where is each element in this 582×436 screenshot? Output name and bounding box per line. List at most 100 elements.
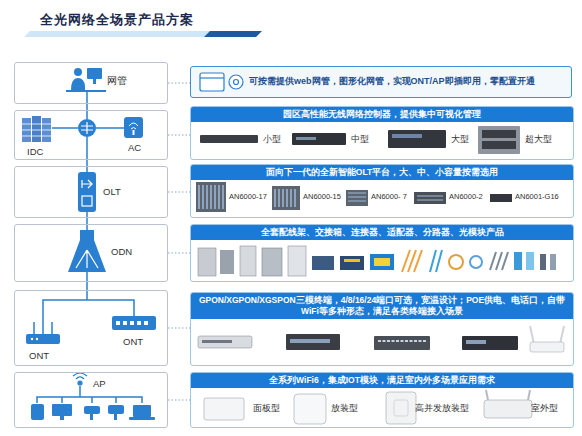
product-band: 全套配线架、交接箱、连接器、适配器、分路器、光模块产品 xyxy=(190,224,574,282)
product-label: AN6000- 7 xyxy=(371,193,407,202)
product-label: 中型 xyxy=(351,134,369,144)
product-label: 面板型 xyxy=(253,403,280,413)
admin-icon xyxy=(71,78,85,90)
odn-products xyxy=(198,248,216,276)
admin-icon xyxy=(66,68,106,92)
ont-products xyxy=(378,340,426,342)
product-label: AN6000-2 xyxy=(449,193,483,202)
controller-image xyxy=(482,141,516,149)
odn-products xyxy=(449,255,463,269)
olt-image xyxy=(348,193,366,201)
node-label: OLT xyxy=(103,187,121,198)
olt-image xyxy=(196,182,512,212)
product-label: 小型 xyxy=(263,134,281,144)
ont-products xyxy=(530,326,534,344)
ont-products xyxy=(560,326,564,344)
terminal-icons xyxy=(84,406,100,414)
feature-band: 可按需提供web网管，图形化网管，实现ONT/AP即插即用，零配置开通 xyxy=(190,66,572,98)
olt-image xyxy=(490,194,512,202)
odn-products xyxy=(550,254,556,270)
ont-switch-icon xyxy=(130,321,134,325)
ap-products xyxy=(204,398,244,420)
olt-image xyxy=(417,196,443,200)
olt-icon xyxy=(82,196,92,206)
ac-icon xyxy=(124,117,143,138)
olt-box: OLT xyxy=(14,166,168,218)
terminal-icons xyxy=(129,417,155,420)
server-icon xyxy=(22,130,51,131)
ont-products xyxy=(290,339,330,343)
product-band: 全系列WiFi6，集成IOT模块，满足室内外多场景应用需求面板型放装型高并发放装… xyxy=(190,372,574,428)
odn-icon xyxy=(68,230,106,272)
wire xyxy=(61,397,63,403)
product-band: GPON/XGPON/XGSPON三模终端，4/8/16/24端口可选，宽温设计… xyxy=(190,292,574,366)
node-label: AP xyxy=(93,379,106,390)
olt-icon xyxy=(82,180,92,188)
ont-router-icon xyxy=(26,334,60,344)
wire xyxy=(79,386,81,397)
controller-box: IDCAC xyxy=(14,110,168,160)
ont-products xyxy=(198,336,252,348)
odn-box: ODN xyxy=(14,224,168,282)
terminal-icons xyxy=(31,404,44,420)
web-icon xyxy=(200,73,224,91)
product-band: 面向下一代的全新智能OLT平台，大、中、小容量按需选用AN6000-17AN60… xyxy=(190,164,574,218)
product-label: AN6001-G16 xyxy=(515,193,559,202)
band-header: 面向下一代的全新智能OLT平台，大、中、小容量按需选用 xyxy=(191,165,573,180)
server-icon xyxy=(32,116,41,142)
ont-switch-icon xyxy=(112,316,156,330)
router-icon xyxy=(81,122,93,134)
ap-products xyxy=(486,390,488,400)
ont-router-icon xyxy=(26,322,60,344)
ont-products xyxy=(286,334,340,350)
ont-switch-icon xyxy=(116,321,120,325)
leader-dotted-line xyxy=(168,191,190,192)
title-bar xyxy=(24,31,262,37)
controller-image xyxy=(478,126,520,154)
terminal-icons xyxy=(60,416,64,420)
node-label: AC xyxy=(128,143,141,154)
admin-box: 网管 xyxy=(14,62,168,104)
product-band: 园区高性能无线网络控制器，提供集中可视化管理小型中型大型超大型 xyxy=(190,106,574,160)
olt-icon xyxy=(78,172,96,212)
server-icon xyxy=(22,124,51,125)
odn-products xyxy=(540,254,546,270)
band-header: 全系列WiFi6，集成IOT模块，满足室内外多场景应用需求 xyxy=(191,373,573,388)
wire xyxy=(37,397,142,403)
fiber-link xyxy=(86,282,88,290)
odn-products xyxy=(288,246,306,276)
leader-dotted-line xyxy=(168,82,190,83)
ont-switch-icon xyxy=(112,316,156,330)
leader-dotted-line xyxy=(168,252,190,253)
wire xyxy=(37,92,142,403)
ac-icon xyxy=(133,130,135,135)
wire xyxy=(52,127,78,129)
ont-switch-icon xyxy=(123,321,127,325)
terminal-icons xyxy=(52,404,72,416)
ap-products xyxy=(294,394,326,424)
controller-image xyxy=(200,135,258,143)
odn-products xyxy=(240,246,256,276)
server-icon xyxy=(22,136,51,137)
ont-switch-icon xyxy=(137,321,141,325)
product-label: 大型 xyxy=(451,134,469,144)
admin-icon xyxy=(93,79,96,84)
odn-products xyxy=(340,256,364,270)
router-icon xyxy=(78,119,96,137)
band-header: 园区高性能无线网络控制器，提供集中可视化管理 xyxy=(191,107,573,122)
odn-icon xyxy=(76,250,98,268)
ont-products xyxy=(462,336,518,350)
ont-router-icon xyxy=(51,322,53,335)
controller-image xyxy=(392,134,422,138)
node-label: ODN xyxy=(111,247,132,258)
admin-icon xyxy=(74,68,82,76)
odn-products xyxy=(430,250,442,272)
odn-products xyxy=(514,252,522,270)
ont-router-icon xyxy=(33,322,35,335)
wire xyxy=(86,272,88,282)
ap-icon xyxy=(73,373,87,379)
controller-image xyxy=(292,133,346,145)
ont-switch-icon xyxy=(144,321,148,325)
ap-icon xyxy=(78,381,82,385)
terminal-icons xyxy=(90,414,93,420)
